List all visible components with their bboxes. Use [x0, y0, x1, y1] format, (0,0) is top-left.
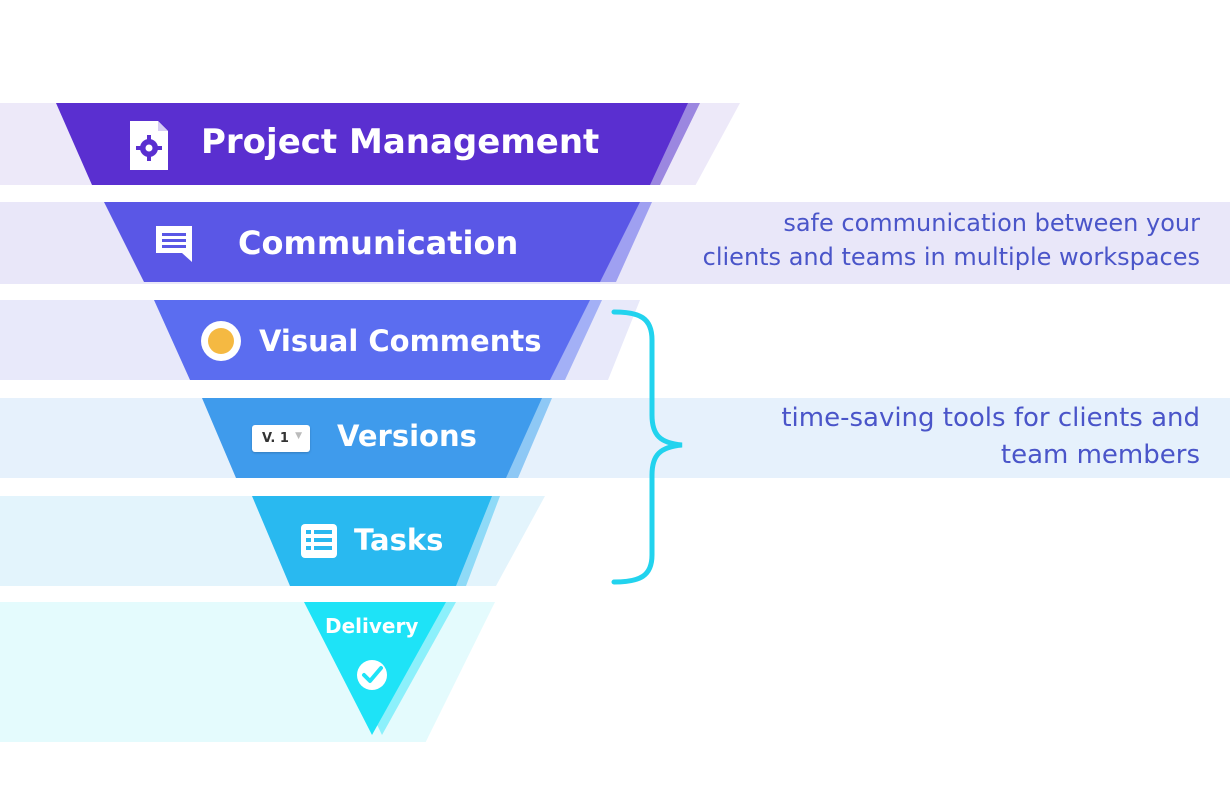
communication-note: safe communication between your clients … [703, 206, 1200, 274]
orange-dot-icon [201, 321, 241, 361]
tools-note-line-2: team members [1000, 440, 1200, 470]
tools-note-line-1: time-saving tools for clients and [781, 403, 1200, 433]
stage-shape-visual-comments [154, 300, 590, 380]
chat-bubble-icon [156, 226, 192, 262]
chevron-down-icon: ▼ [295, 431, 302, 441]
stage-shape-communication [104, 202, 640, 282]
tools-note: time-saving tools for clients and team m… [781, 400, 1200, 474]
stage-label-tasks: Tasks [354, 523, 444, 557]
band-versions [0, 398, 1230, 478]
gear-document-icon [130, 121, 168, 170]
stage-shape-project-management [56, 103, 688, 185]
stage-label-visual-comments: Visual Comments [259, 324, 542, 358]
stage-shape-tasks [252, 496, 492, 586]
check-circle-icon [357, 660, 387, 690]
task-list-icon [301, 524, 337, 558]
stage-label-versions: Versions [337, 419, 477, 453]
communication-note-line-1: safe communication between your [783, 209, 1200, 237]
stage-shape-versions [202, 398, 542, 478]
version-value: V. 1 [262, 431, 289, 446]
stage-label-delivery: Delivery [325, 614, 419, 638]
stage-label-communication: Communication [238, 224, 519, 262]
tools-brace [611, 309, 683, 585]
stage-label-project-management: Project Management [201, 122, 600, 162]
version-select-icon: V. 1 ▼ [252, 425, 310, 452]
communication-note-line-2: clients and teams in multiple workspaces [702, 243, 1200, 271]
